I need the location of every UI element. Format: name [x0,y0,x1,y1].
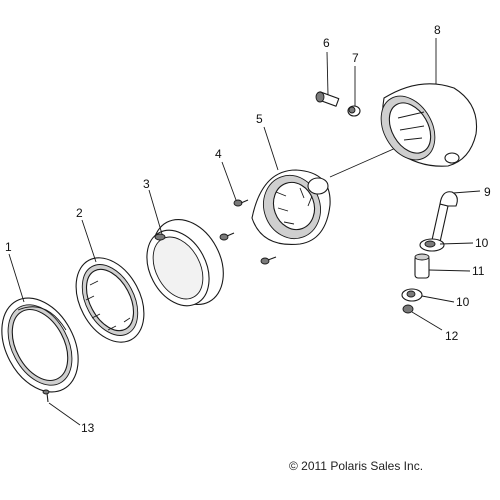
part-4-screws [219,199,277,265]
part-13-screw [42,389,50,403]
leader-lines [8,38,481,426]
callout-13: 13 [81,421,95,435]
part-3-sealed-beam-lamp [146,218,224,307]
callout-9: 9 [484,185,491,199]
callout-1: 1 [5,240,12,254]
callout-4: 4 [215,147,222,161]
callout-10-lower: 10 [456,295,470,309]
part-1-trim-ring [1,297,79,393]
part-5-mounting-bracket [251,169,331,246]
callout-5: 5 [256,112,263,126]
callout-12: 12 [445,329,459,343]
callout-8: 8 [434,23,441,37]
part-9-mounting-stud [431,191,458,243]
part-6-bolt [315,91,340,107]
part-7-spacer [347,105,361,117]
part-8-housing [380,83,478,167]
part-12-nut [402,304,414,314]
screw-b [219,232,235,241]
callout-10-upper: 10 [475,236,489,250]
assembly-axis-line [329,146,399,178]
screw-c [260,256,277,265]
part-2-retaining-ring [75,257,145,343]
callout-2: 2 [76,206,83,220]
callout-11: 11 [472,264,485,278]
part-10-washer-upper [419,238,445,252]
callout-3: 3 [143,177,150,191]
part-11-bushing [414,253,430,279]
callout-6: 6 [323,36,330,50]
screw-a [233,199,249,207]
part-10-washer-lower [401,288,423,302]
callout-7: 7 [352,51,359,65]
copyright-notice: © 2011 Polaris Sales Inc. [289,459,423,473]
